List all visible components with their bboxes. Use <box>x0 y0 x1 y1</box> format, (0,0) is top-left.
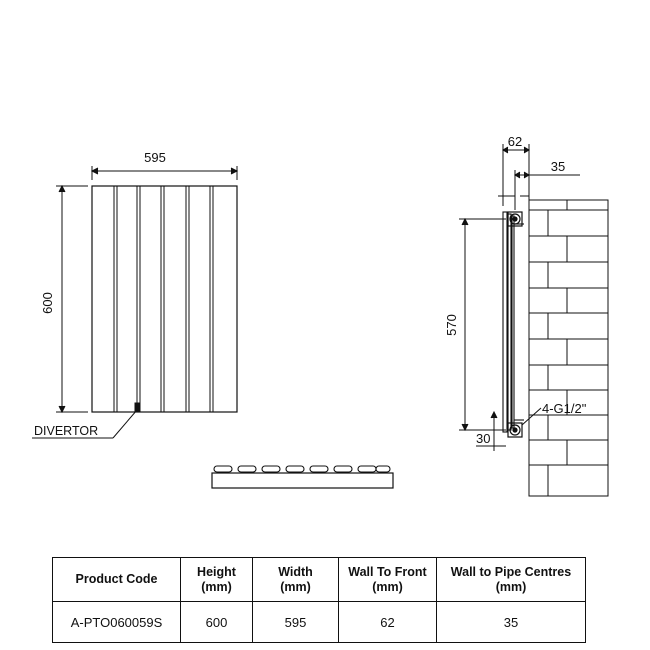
width-dimension-line <box>90 166 239 180</box>
pipe-centres-text: 570 <box>444 314 459 336</box>
top-pipe-connection <box>507 211 523 227</box>
width-dimension-text: 595 <box>144 150 166 165</box>
header-product-code: Product Code <box>52 557 181 602</box>
cell-wall-to-pipe-centres: 35 <box>436 601 586 643</box>
bottom-offset-text: 30 <box>476 431 490 446</box>
cell-height: 600 <box>180 601 253 643</box>
table-header-row: Product Code Height (mm) Width (mm) Wall… <box>52 557 586 602</box>
brick-wall <box>528 199 609 497</box>
header-wall-to-front: Wall To Front (mm) <box>338 557 437 602</box>
height-dimension-text: 600 <box>40 292 55 314</box>
cell-wall-to-front: 62 <box>338 601 437 643</box>
header-height: Height (mm) <box>180 557 253 602</box>
top-view-outline <box>211 472 394 489</box>
cell-product-code: A-PTO060059S <box>52 601 181 643</box>
height-dimension-line <box>56 184 88 414</box>
side-view <box>459 144 609 497</box>
divertor-label: DIVERTOR <box>34 424 98 438</box>
cell-width: 595 <box>252 601 339 643</box>
top-view <box>211 465 394 489</box>
divertor-leader <box>32 402 140 439</box>
spec-table: Product Code Height (mm) Width (mm) Wall… <box>52 557 586 643</box>
connection-leader <box>521 407 542 426</box>
header-wall-to-pipe-centres: Wall to Pipe Centres (mm) <box>436 557 586 602</box>
connection-label: 4-G1/2" <box>542 401 587 416</box>
panel-lines <box>113 186 214 412</box>
header-width: Width (mm) <box>252 557 339 602</box>
bottom-pipe-connection <box>507 422 523 438</box>
bottom-offset-dimension-line <box>476 410 506 451</box>
front-view <box>32 166 239 439</box>
table-row: A-PTO060059S 600 595 62 35 <box>52 601 586 643</box>
top-view-tubes <box>213 465 391 473</box>
wall-to-front-text: 62 <box>508 134 522 149</box>
pipe-centres-dimension-line <box>459 217 506 432</box>
wall-to-pipe-dimension-line <box>498 170 580 210</box>
wall-to-pipe-text: 35 <box>551 159 565 174</box>
radiator-side-profile <box>502 211 524 433</box>
